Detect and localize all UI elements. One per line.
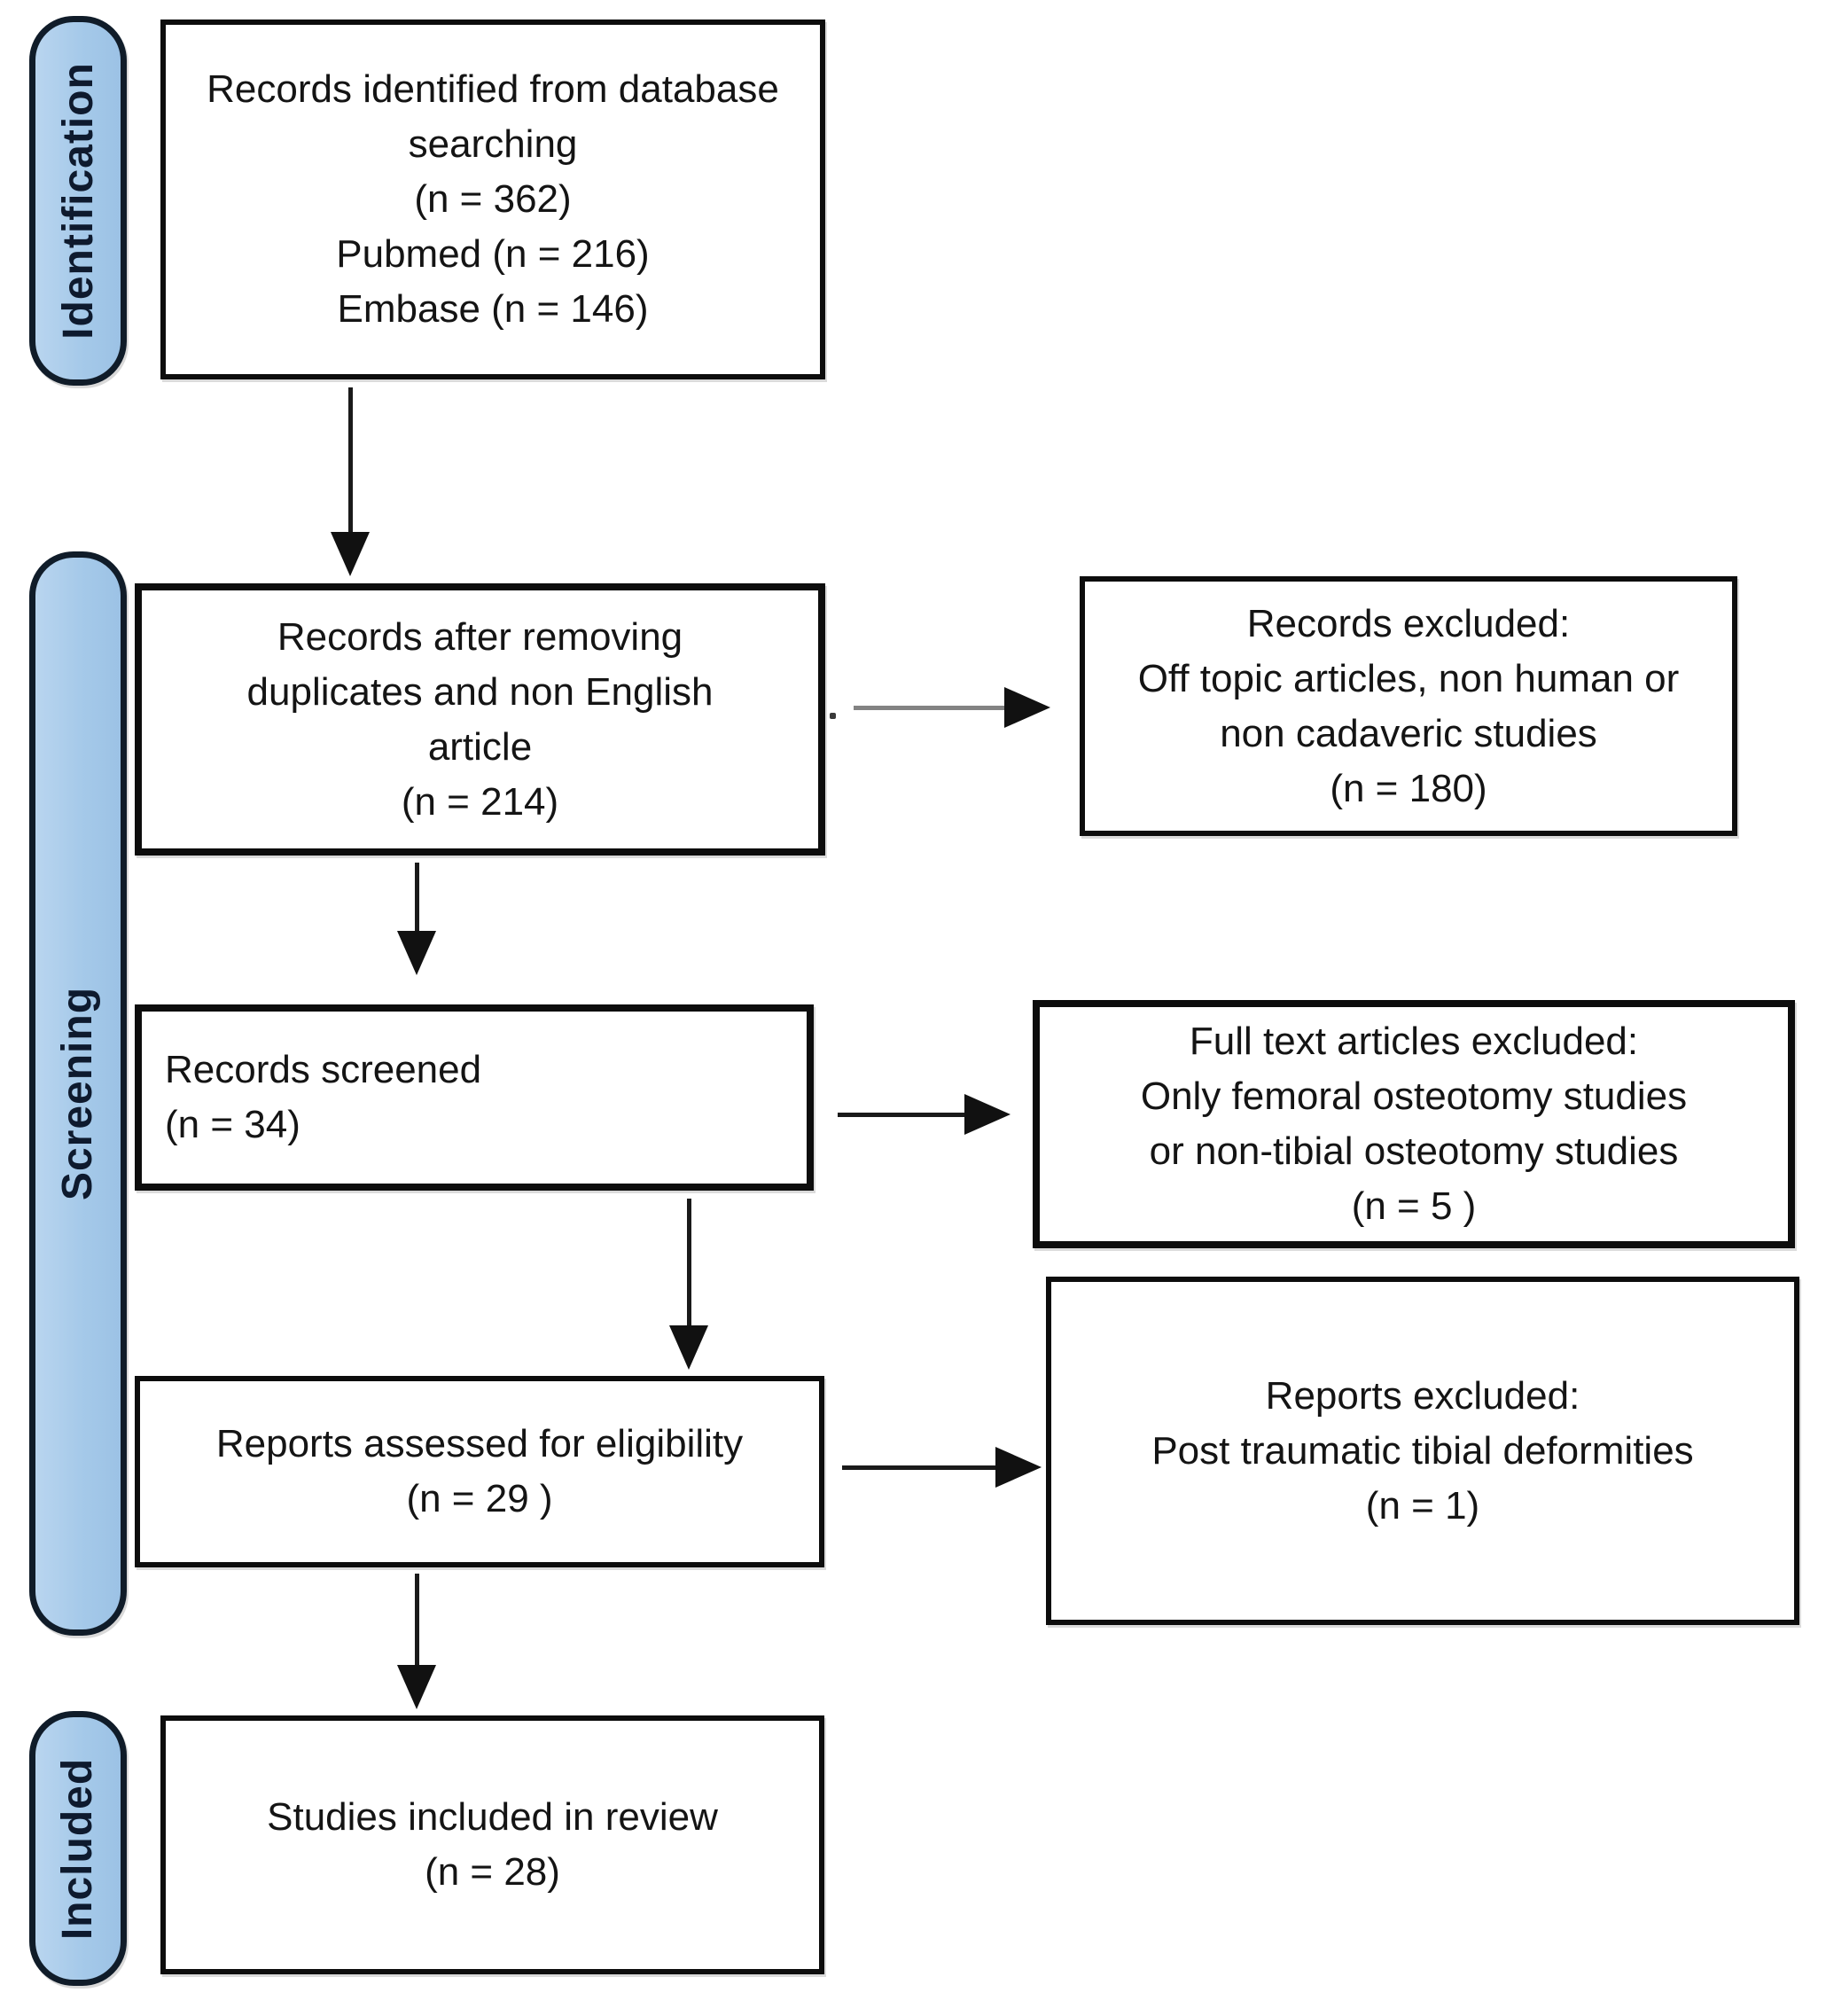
box-text-line: (n = 362) bbox=[414, 177, 572, 221]
box-text-line: duplicates and non English bbox=[246, 669, 714, 714]
stage-label-identification: Identification bbox=[29, 16, 127, 386]
arrow-right-2-line bbox=[838, 1113, 964, 1117]
box-text-line: Full text articles excluded: bbox=[1189, 1020, 1639, 1063]
flow-box-records-screened: Records screened (n = 34) bbox=[135, 1004, 814, 1191]
flow-box-records-after-duplicates: Records after removing duplicates and no… bbox=[135, 583, 825, 856]
arrow-right-1-line bbox=[854, 706, 1004, 710]
box-text-line: Reports excluded: bbox=[1265, 1373, 1580, 1418]
exclusion-box-records-excluded: Records excluded: Off topic articles, no… bbox=[1080, 576, 1737, 836]
box-text-line: (n = 214) bbox=[401, 779, 559, 824]
flow-box-records-identified: Records identified from database searchi… bbox=[160, 20, 825, 379]
box-text-line: Off topic articles, non human or bbox=[1137, 656, 1680, 700]
arrow-down-2-line bbox=[415, 863, 419, 934]
box-text-line: (n = 34) bbox=[165, 1103, 300, 1146]
stage-label-included-text: Included bbox=[54, 1757, 102, 1940]
box-text-line: Embase (n = 146) bbox=[337, 287, 649, 331]
box-text-line: non cadaveric studies bbox=[1220, 711, 1597, 755]
box-text-line: (n = 28) bbox=[425, 1850, 560, 1894]
box-text-line: Records excluded: bbox=[1246, 601, 1571, 645]
arrow-right-3-head-icon bbox=[995, 1447, 1042, 1488]
box-text-line: Pubmed (n = 216) bbox=[336, 232, 650, 276]
box-text-line: or non-tibial osteotomy studies bbox=[1149, 1129, 1679, 1173]
arrow-down-4-line bbox=[415, 1574, 419, 1668]
stage-label-screening-text: Screening bbox=[54, 986, 102, 1201]
stage-label-identification-text: Identification bbox=[54, 62, 102, 340]
arrow-down-3-head-icon bbox=[669, 1325, 708, 1370]
arrow-down-3-line bbox=[687, 1199, 691, 1329]
flow-box-studies-included: Studies included in review (n = 28) bbox=[160, 1715, 824, 1974]
box-text-line: Only femoral osteotomy studies bbox=[1140, 1074, 1688, 1118]
stray-period-mark bbox=[830, 713, 836, 719]
box-text-line: article bbox=[427, 724, 533, 769]
box-text-line: (n = 29 ) bbox=[406, 1477, 553, 1520]
arrow-down-1-head-icon bbox=[331, 532, 370, 576]
arrow-down-4-head-icon bbox=[397, 1665, 436, 1709]
box-text-line: (n = 180) bbox=[1330, 766, 1487, 810]
box-text-line: Records screened bbox=[165, 1048, 482, 1091]
box-text-line: Records identified from database bbox=[207, 67, 779, 111]
arrow-right-2-head-icon bbox=[964, 1094, 1011, 1135]
box-text-line: searching bbox=[408, 122, 578, 166]
box-text-line: Reports assessed for eligibility bbox=[215, 1422, 744, 1465]
box-text-line: Records after removing bbox=[277, 614, 683, 659]
box-text-line: (n = 5 ) bbox=[1351, 1184, 1477, 1228]
arrow-right-1-head-icon bbox=[1004, 687, 1050, 728]
exclusion-box-reports-excluded: Reports excluded: Post traumatic tibial … bbox=[1046, 1277, 1799, 1625]
box-text-line: Post traumatic tibial deformities bbox=[1151, 1428, 1694, 1473]
exclusion-box-fulltext-excluded: Full text articles excluded: Only femora… bbox=[1033, 1000, 1795, 1248]
flow-box-reports-assessed: Reports assessed for eligibility (n = 29… bbox=[135, 1376, 824, 1567]
stage-label-included: Included bbox=[29, 1711, 127, 1986]
arrow-right-3-line bbox=[842, 1465, 995, 1470]
stage-label-screening: Screening bbox=[29, 551, 127, 1636]
box-text-line: (n = 1) bbox=[1365, 1483, 1480, 1528]
arrow-down-1-line bbox=[348, 387, 353, 535]
arrow-down-2-head-icon bbox=[397, 931, 436, 975]
box-text-line: Studies included in review bbox=[267, 1795, 718, 1839]
